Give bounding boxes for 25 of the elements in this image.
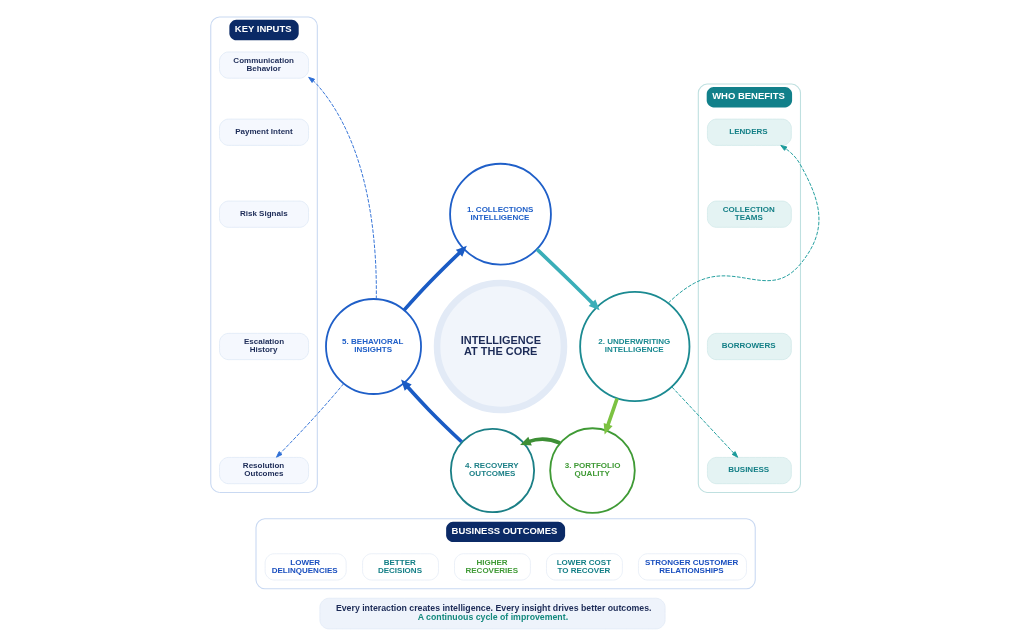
arrow — [667, 144, 820, 304]
node-box: Payment Intent — [219, 118, 309, 146]
arrow — [520, 436, 561, 446]
node-circle: 5. BEHAVIORAL INSIGHTS — [325, 298, 422, 395]
arrow — [276, 383, 345, 458]
node-box: BUSINESS — [707, 457, 792, 485]
node-box: BORROWERS — [707, 333, 792, 360]
arrow — [535, 248, 600, 311]
node-circle: 3. PORTFOLIO QUALITY — [549, 427, 636, 514]
node-box: Every interaction creates intelligence. Every insight drives better outcomes. A continuous cycle of improvement. — [319, 597, 666, 630]
node-circle: 2. UNDERWRITING INTELLIGENCE — [579, 290, 691, 403]
node-circle: 4. RECOVERY OUTCOMES — [449, 428, 536, 514]
node-box: LENDERS — [707, 118, 792, 146]
arrow — [671, 386, 739, 458]
arrow — [308, 76, 377, 300]
arrow — [402, 245, 467, 312]
arrow — [603, 397, 619, 435]
node-box: Escalation History — [219, 333, 309, 360]
node-box: COLLECTION TEAMS — [707, 200, 792, 228]
node-circle: INTELLIGENCE AT THE CORE — [433, 279, 568, 414]
node-box: Communication Behavior — [219, 51, 309, 79]
node-box: Risk Signals — [219, 200, 309, 228]
node-box: Resolution Outcomes — [219, 457, 309, 485]
arrow — [401, 379, 463, 444]
node-circle: 1. COLLECTIONS INTELLIGENCE — [449, 162, 552, 266]
